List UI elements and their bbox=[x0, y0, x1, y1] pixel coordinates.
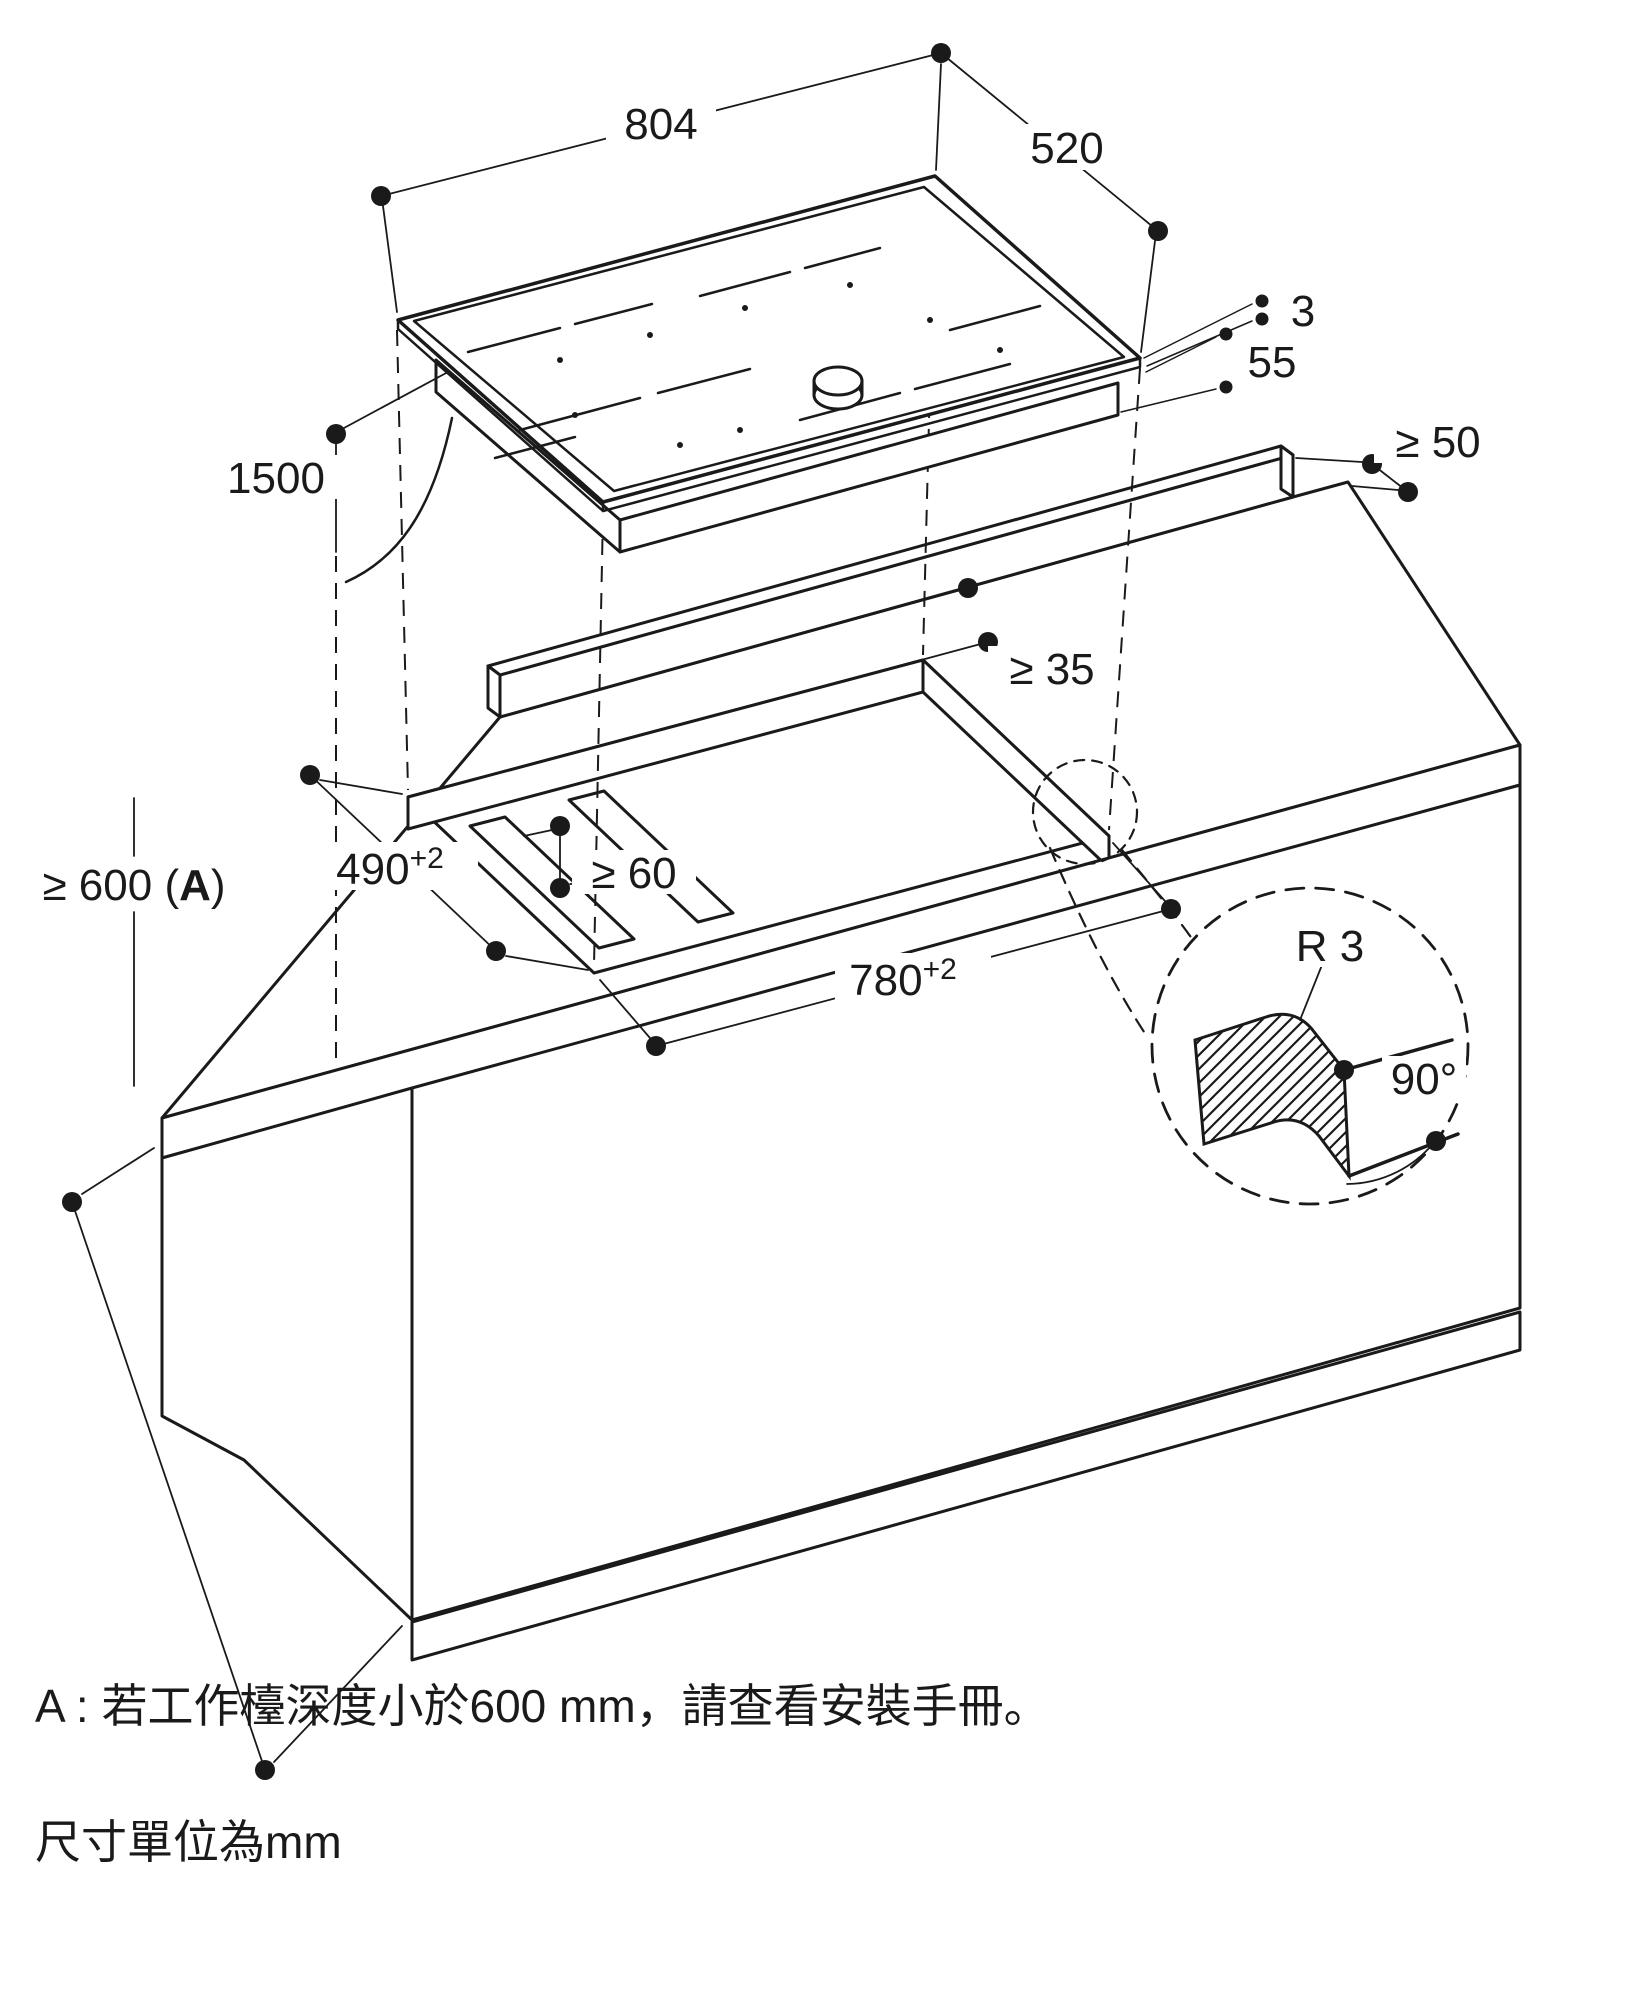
glass-inner-border bbox=[412, 185, 1126, 493]
radius-leader bbox=[1299, 964, 1323, 1021]
zone-dots bbox=[557, 282, 1003, 448]
backsplash-right-end bbox=[1279, 444, 1295, 499]
dimension-labels: 804 520 3 55 1500 ≥ 50 ≥ 35 ≥ 60 490+2 7… bbox=[22, 100, 1502, 1104]
detail-90deg-label: 90° bbox=[1391, 1055, 1458, 1104]
dim-3-label: 3 bbox=[1291, 287, 1315, 336]
projection-line bbox=[1108, 367, 1141, 831]
backsplash-left-end bbox=[486, 664, 502, 719]
cabinet-plinth bbox=[410, 1310, 1522, 1662]
detail-callout bbox=[1031, 758, 1470, 1206]
dimension-dots bbox=[62, 43, 1418, 1780]
dim-min600-label: ≥ 600 (A) bbox=[42, 861, 225, 910]
section-top-surface bbox=[1342, 1038, 1454, 1072]
glass-top-face bbox=[396, 174, 1142, 504]
power-cable bbox=[344, 416, 454, 584]
control-knob-icon bbox=[812, 365, 864, 411]
dim-55-label: 55 bbox=[1248, 338, 1297, 387]
projection-line bbox=[922, 185, 936, 656]
dim-780-label: 780+2 bbox=[849, 953, 957, 1005]
dim-804-label: 804 bbox=[624, 100, 697, 149]
dim-min50-label: ≥ 50 bbox=[1395, 418, 1480, 467]
detail-connector bbox=[1048, 846, 1150, 1040]
dim-520-label: 520 bbox=[1030, 124, 1103, 173]
footnotes: A : 若工作檯深度小於600 mm，請查看安裝手冊。 尺寸單位為mm bbox=[35, 1680, 1050, 1868]
dim-1500-label: 1500 bbox=[227, 454, 325, 503]
dim-min35-label: ≥ 35 bbox=[1009, 645, 1094, 694]
cabinet-left-face bbox=[160, 1086, 414, 1622]
dim-min60-label: ≥ 60 bbox=[591, 849, 676, 898]
dim-490-label: 490+2 bbox=[336, 842, 444, 894]
cooktop-drawing bbox=[344, 174, 1142, 584]
projection-line bbox=[396, 329, 409, 791]
note-units: 尺寸單位為mm bbox=[35, 1816, 342, 1868]
detail-r3-label: R 3 bbox=[1296, 922, 1364, 971]
zone-marks bbox=[466, 246, 1042, 460]
angle-arc bbox=[1346, 1139, 1437, 1185]
dimension-lines bbox=[71, 52, 1409, 1771]
note-worktop-depth: A : 若工作檯深度小於600 mm，請查看安裝手冊。 bbox=[35, 1680, 1050, 1732]
cooktop-body-front-face bbox=[618, 381, 1120, 554]
detail-source-circle bbox=[1031, 758, 1139, 866]
